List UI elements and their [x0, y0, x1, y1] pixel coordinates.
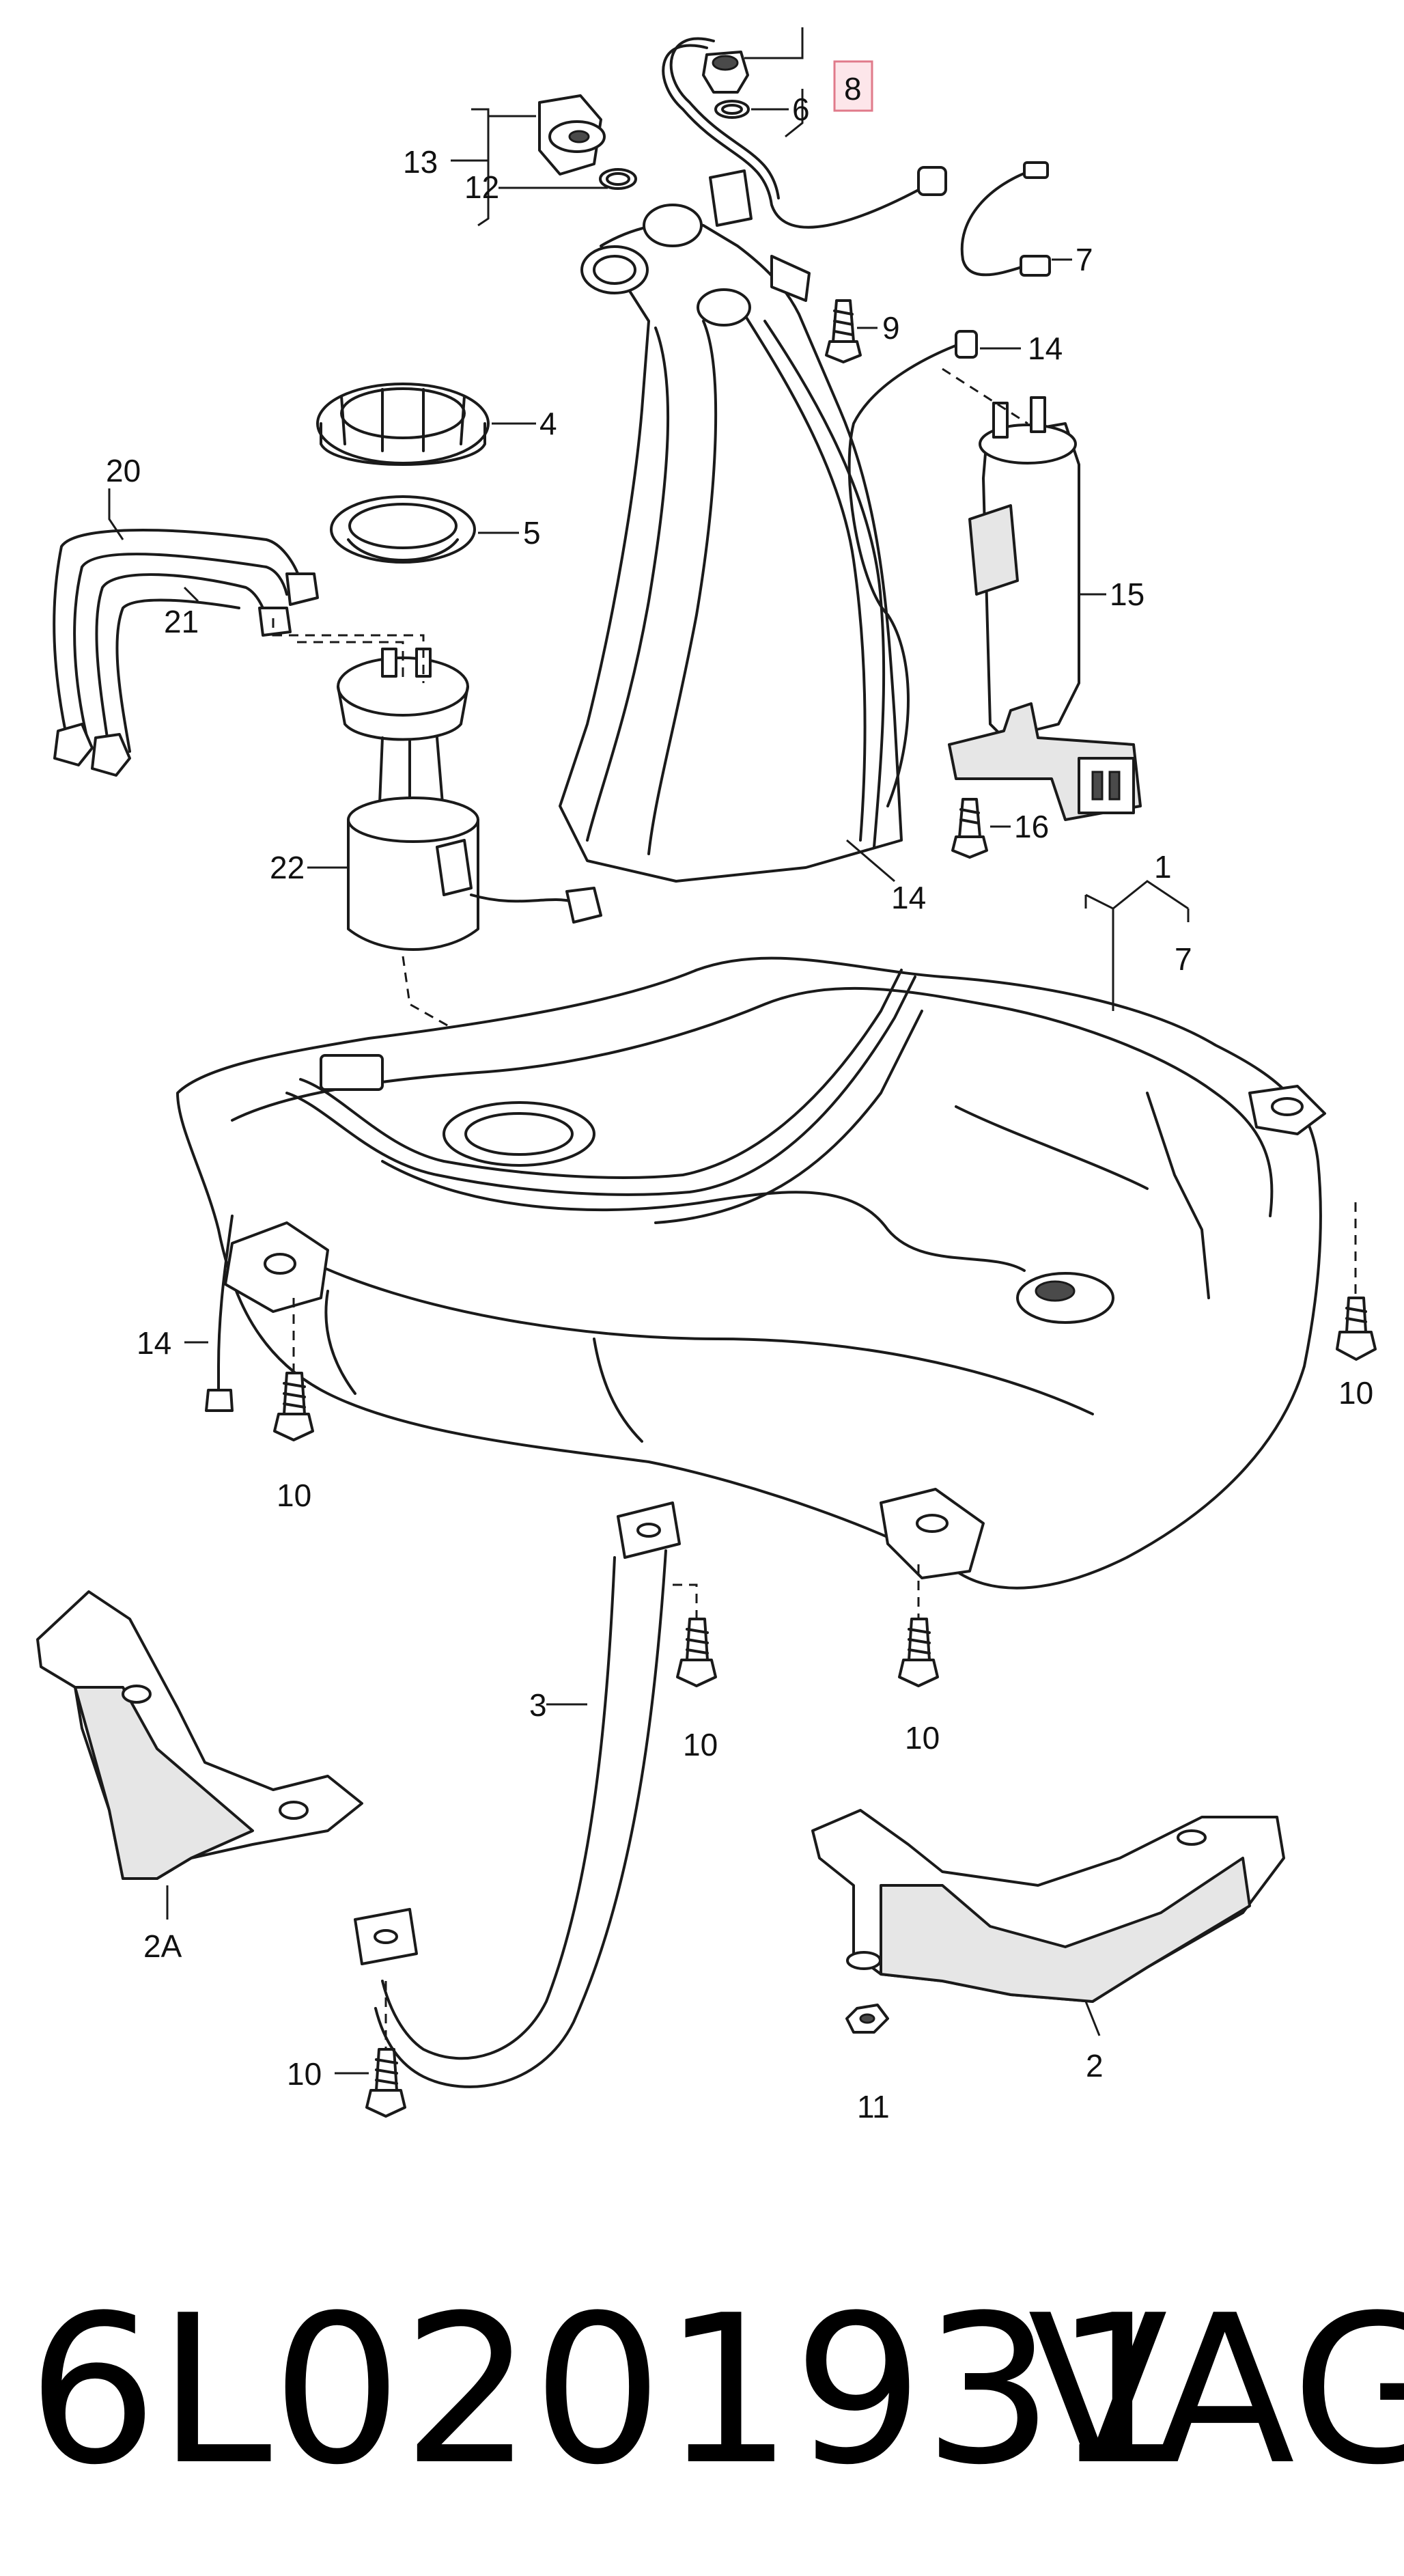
bolt-10-lower — [365, 2048, 406, 2118]
callout-10-right: 10 — [1338, 1375, 1373, 1411]
callout-16: 16 — [1014, 809, 1049, 844]
callout-13: 13 — [403, 144, 438, 180]
highlight-box-8 — [833, 60, 873, 112]
callout-10-tank-bottom: 10 — [905, 1720, 940, 1756]
callout-14-mid: 14 — [891, 880, 926, 915]
seal-5 — [330, 495, 476, 564]
heat-shield-2 — [811, 1809, 1285, 2003]
part-number-label: 6L0201931 — [27, 2271, 1185, 2510]
callout-7-tank: 7 — [1175, 941, 1192, 977]
brand-label: VAG — [1028, 2271, 1404, 2510]
hose-connector — [917, 166, 947, 196]
nut-11 — [845, 2004, 889, 2034]
bolt-16 — [951, 798, 988, 859]
callout-9: 9 — [882, 310, 900, 346]
callout-7-top: 7 — [1076, 242, 1093, 277]
callout-4: 4 — [539, 406, 557, 441]
callout-2a: 2A — [143, 1928, 182, 1964]
bolt-9 — [825, 299, 862, 363]
callout-10-left: 10 — [277, 1478, 311, 1513]
callout-21: 21 — [164, 604, 199, 639]
callout-2: 2 — [1086, 2048, 1104, 2083]
callout-10-strap: 10 — [683, 1727, 718, 1762]
vent-line-14-left — [217, 1215, 234, 1395]
callout-5: 5 — [523, 515, 541, 551]
vent-hose — [662, 44, 930, 229]
callout-10-lower: 10 — [287, 2056, 322, 2092]
filler-seal-ring — [599, 168, 637, 190]
pressure-valve-part — [702, 51, 749, 94]
lock-ring-4 — [316, 383, 490, 466]
bolt-10-left — [273, 1372, 314, 1441]
callout-14-top: 14 — [1028, 331, 1063, 366]
bolt-10-tank-bottom — [898, 1618, 939, 1687]
callout-11: 11 — [857, 2089, 890, 2124]
callout-3: 3 — [529, 1687, 547, 1723]
sensor-wire-7 — [960, 168, 1036, 277]
assembly-axis — [272, 618, 425, 683]
callout-8: 8 — [844, 71, 862, 107]
heat-shield-2a — [36, 1590, 363, 1880]
bolt-10-strap — [676, 1618, 717, 1687]
fuel-lines-20-21 — [53, 529, 319, 777]
callout-22: 22 — [270, 850, 305, 885]
valve-o-ring — [714, 100, 750, 119]
tank-strap-3 — [354, 1501, 681, 2088]
callout-12: 12 — [464, 169, 499, 205]
fuel-pump-unit-22 — [337, 648, 602, 951]
filler-neck-pipe — [559, 169, 903, 883]
callout-20: 20 — [106, 453, 141, 488]
fuel-tank-body — [176, 956, 1326, 1590]
callout-15: 15 — [1110, 577, 1145, 612]
bolt-10-right — [1336, 1297, 1377, 1361]
filler-cap-part — [538, 94, 606, 176]
leader-lines — [108, 27, 1190, 2075]
callout-14-left: 14 — [137, 1325, 171, 1361]
callout-6: 6 — [792, 92, 810, 127]
callout-1: 1 — [1154, 849, 1172, 885]
activated-charcoal-canister — [948, 396, 1142, 821]
vent-line-14 — [847, 340, 968, 807]
